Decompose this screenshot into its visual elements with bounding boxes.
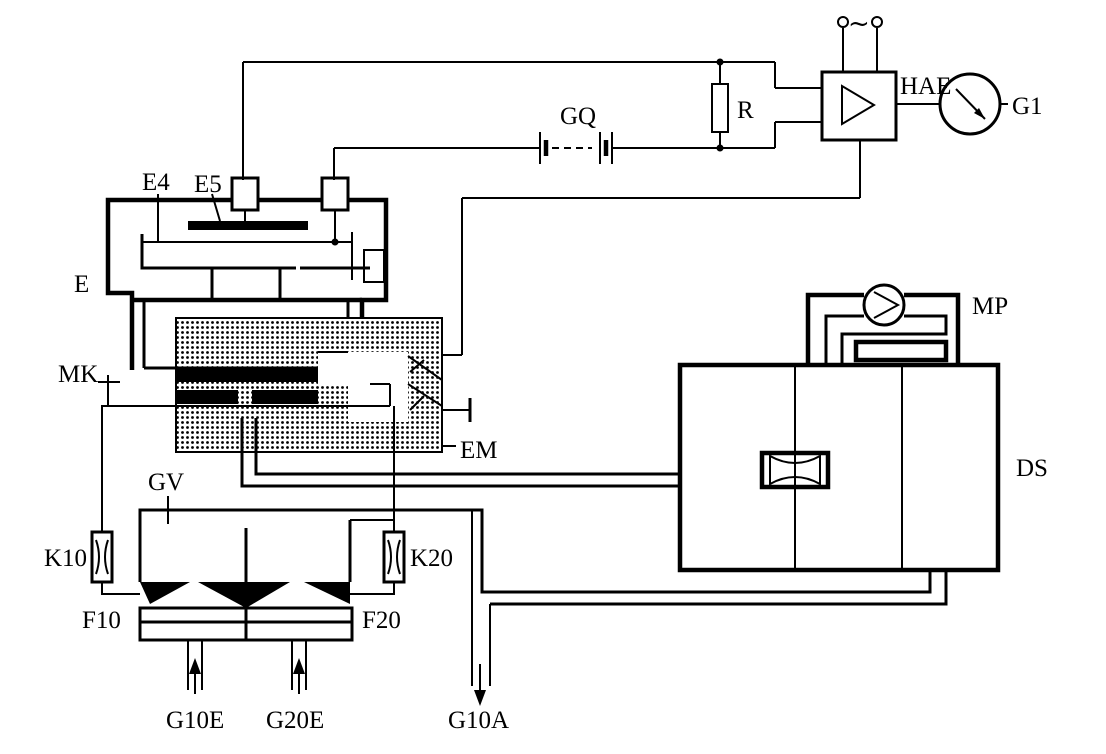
label-gq: GQ [560,103,596,130]
ac-supply-terminals [837,16,883,72]
distributor-ds [677,362,1001,573]
gas-valve-gv [138,508,472,608]
label-e: E [74,271,89,298]
meter-g1 [938,72,1002,136]
label-e5: E5 [194,171,222,198]
label-k20: K20 [410,545,453,572]
label-ds: DS [1016,455,1048,482]
feedthrough-e4 [320,176,350,212]
feedthrough-e5 [230,176,260,212]
label-g1: G1 [1012,93,1043,120]
electrode-e5 [188,221,308,230]
amplifier-hae [820,70,898,142]
label-g10e: G10E [166,707,224,734]
pump-mp [805,283,961,365]
label-g20e: G20E [266,707,324,734]
label-hae: HAE [900,73,951,100]
label-r: R [737,97,754,124]
label-k10: K10 [44,545,87,572]
inlet-g10e [187,640,203,694]
outlet-g10a [471,510,491,706]
label-em: EM [460,437,498,464]
restrictor-k20 [382,530,406,584]
magnet-block [210,266,282,302]
resistor-r [711,83,729,133]
voltage-source-gq [532,132,620,164]
label-gv: GV [148,469,184,496]
label-f10: F10 [82,607,121,634]
label-e4: E4 [142,169,170,196]
electromagnet-em [144,317,472,453]
inlet-g20e [291,640,307,694]
label-mp: MP [972,293,1008,320]
ac-source-label: ~ [848,9,870,39]
restrictor-k10 [90,530,114,584]
label-f20: F20 [362,607,401,634]
seal-block [363,249,385,283]
label-mk: MK [58,361,98,388]
electrode-e4 [140,234,296,270]
label-g10a: G10A [448,707,509,734]
